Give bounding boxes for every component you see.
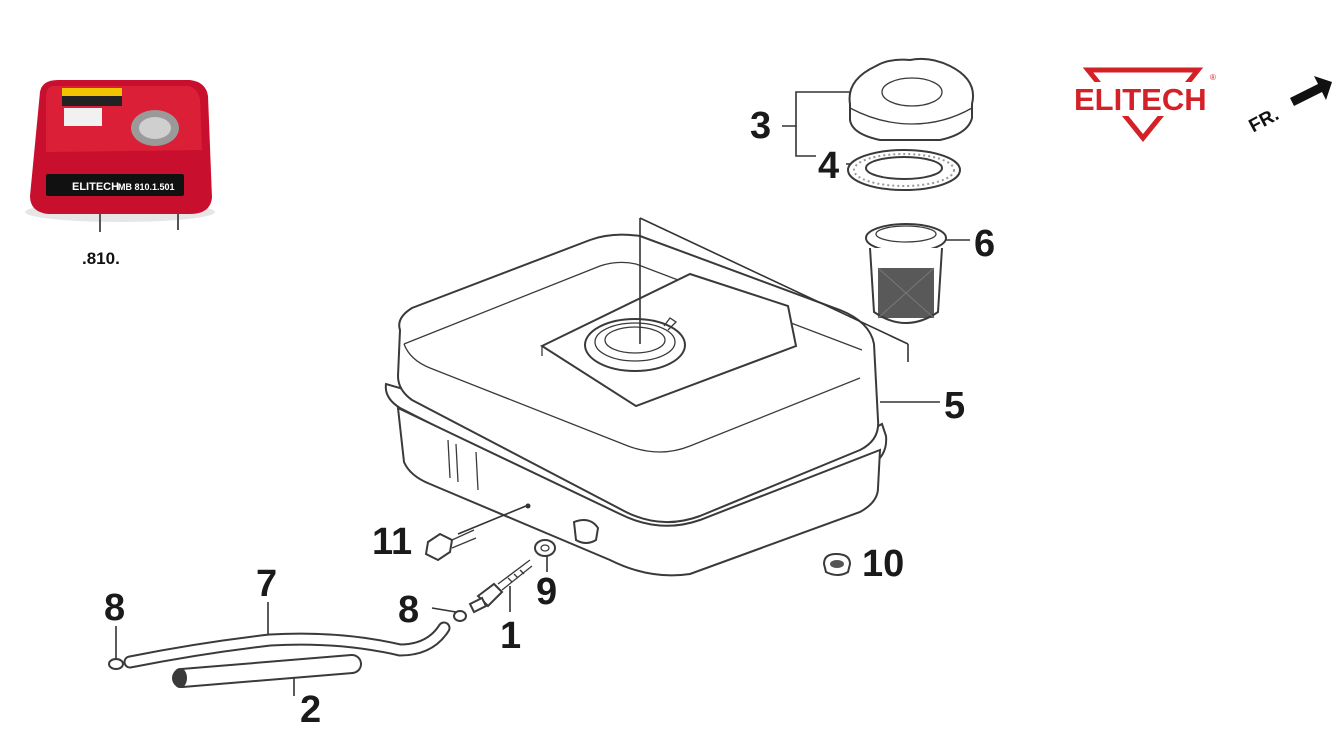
fuel-tank-drawing: [384, 233, 888, 577]
hose-clip-left: [108, 658, 124, 670]
callout-4: 4: [818, 145, 839, 187]
flange-nut: [822, 552, 852, 576]
mounting-bolt: [424, 529, 477, 562]
callout-1: 1: [500, 615, 521, 657]
callout-11: 11: [372, 521, 412, 563]
direction-arrow-icon: [1290, 76, 1332, 106]
front-direction-indicator: FR.: [1246, 76, 1332, 137]
fuel-valve: [468, 559, 533, 614]
callout-6: 6: [974, 223, 995, 265]
photo-label-band: [46, 174, 184, 196]
warning-sticker: [62, 88, 122, 96]
fuel-tank-photo: ELITECH MB 810.1.501 .810.: [25, 80, 215, 268]
callout-7: 7: [256, 563, 277, 605]
photo-model-label: MB 810.1.501: [118, 182, 175, 192]
filler-neck-outline: [584, 318, 686, 372]
leader-lines: [115, 91, 970, 696]
fuel-strainer: [865, 223, 947, 324]
elitech-logo: ELITECH ®: [1070, 67, 1216, 142]
callout-8-right: 8: [398, 589, 419, 631]
fuel-tube: [172, 654, 362, 688]
logo-text: ELITECH: [1074, 82, 1207, 117]
svg-text:®: ®: [1210, 73, 1216, 82]
callout-9: 9: [536, 571, 557, 613]
callout-8-left: 8: [104, 587, 125, 629]
direction-label: FR.: [1246, 104, 1283, 137]
photo-caption: .810.: [82, 249, 120, 268]
callout-3: 3: [750, 105, 771, 147]
cap-gasket: [847, 149, 961, 191]
callout-2: 2: [300, 689, 321, 731]
callout-numbers: 3 4 6 5 11 10 9 1 8 7 8 2: [104, 105, 995, 731]
callout-10: 10: [862, 543, 904, 585]
callout-5: 5: [944, 385, 965, 427]
valve-washer: [534, 539, 556, 557]
photo-logo: ELITECH: [72, 181, 119, 193]
fuel-cap: [848, 57, 974, 141]
fuel-hose: [123, 621, 451, 669]
hose-clip-right: [453, 610, 467, 622]
